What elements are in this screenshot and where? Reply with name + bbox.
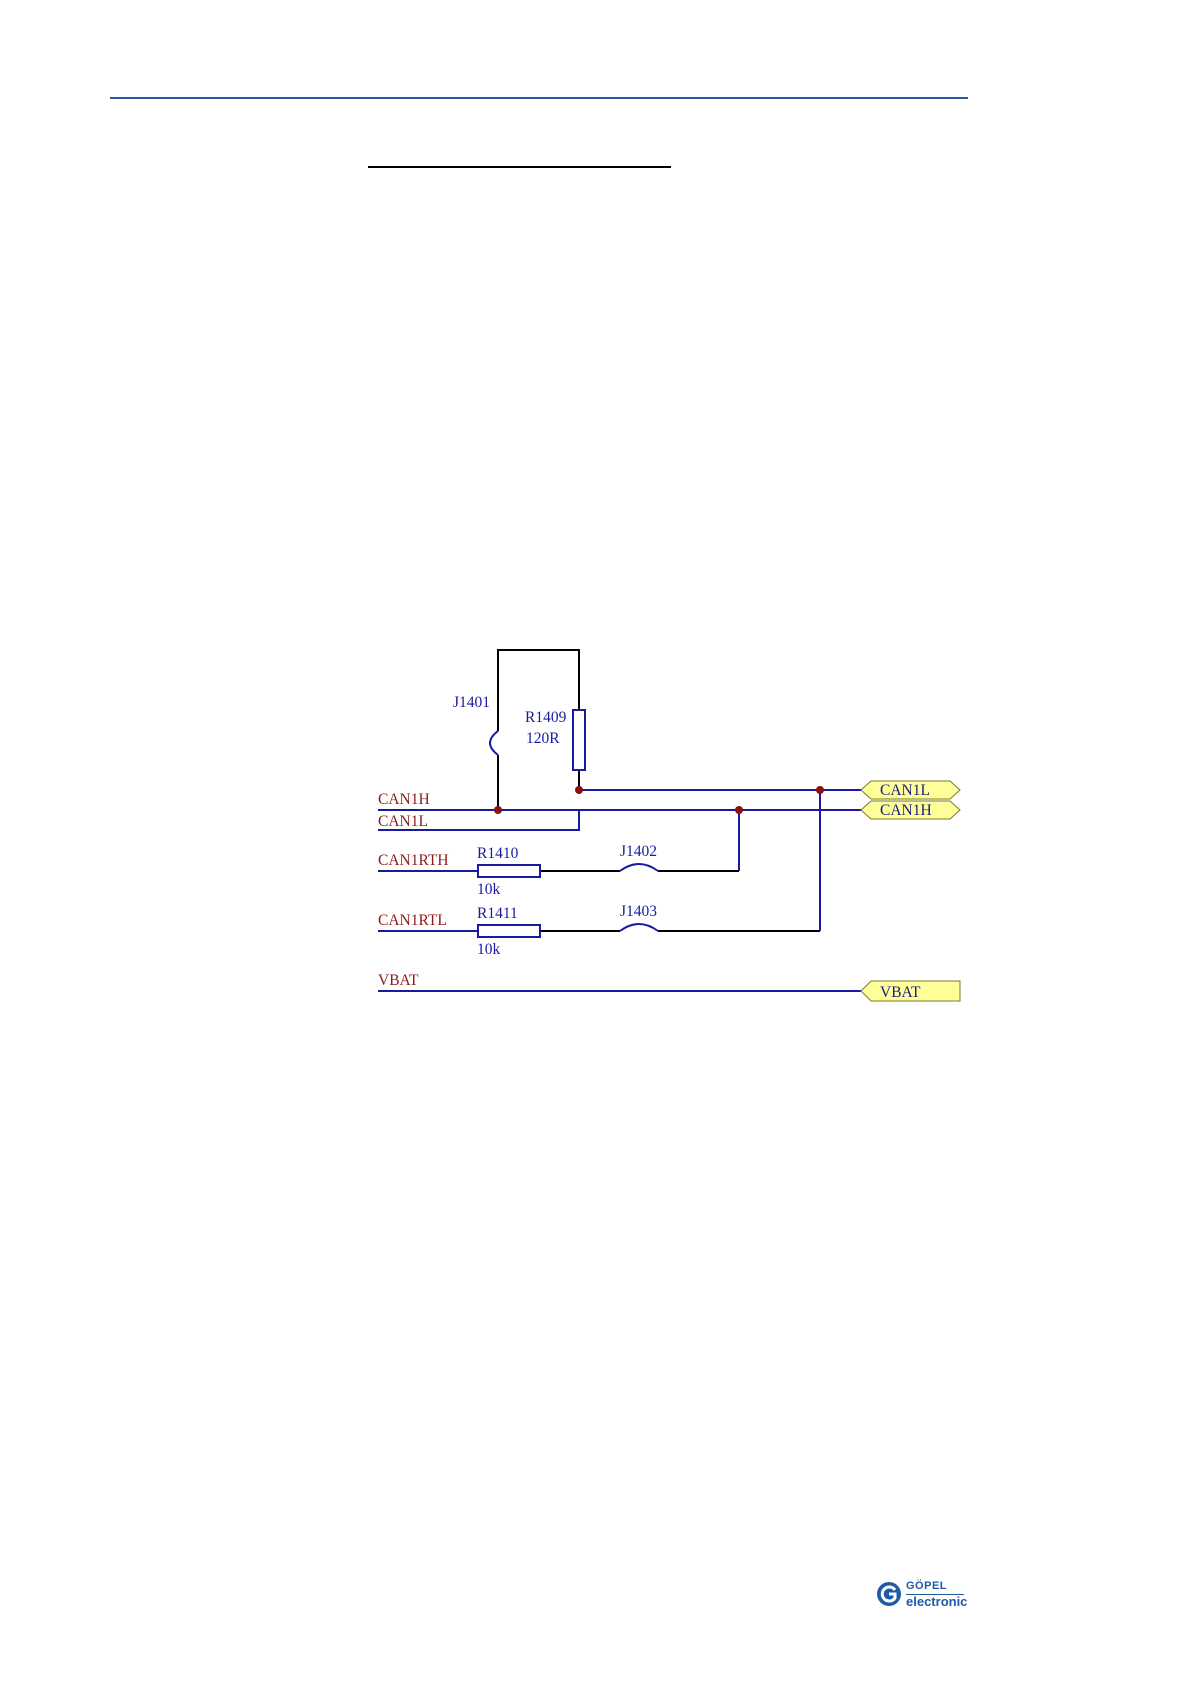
r1409-value-label: 120R [526,730,560,747]
net-label-can1l: CAN1L [378,813,428,830]
jumper-branch-wires [540,871,820,931]
j1402-jumper-symbol [620,864,658,871]
gopel-logo: GÖPEL electronic [876,1578,966,1614]
r1411-resistor-symbol [478,925,540,937]
j1402-label: J1402 [620,843,657,860]
port-vbat-label: VBAT [880,984,921,1001]
j1403-label: J1403 [620,903,657,920]
r1410-ref-label: R1410 [477,845,519,862]
bus-wires [378,790,861,991]
net-label-can1rtl: CAN1RTL [378,912,447,929]
logo-wordmark-bottom: electronic [906,1594,967,1609]
r1410-value-label: 10k [477,881,501,898]
r1411-value-label: 10k [477,941,501,958]
net-label-vbat: VBAT [378,972,419,989]
net-label-can1rth: CAN1RTH [378,852,449,869]
logo-wordmark-top: GÖPEL [906,1580,947,1592]
net-label-can1h: CAN1H [378,791,430,808]
port-can1h-label: CAN1H [880,802,932,819]
j1401-jumper-symbol [490,731,498,755]
r1411-ref-label: R1411 [477,905,518,922]
gopel-logo-mark-icon [876,1581,902,1607]
r1410-resistor-symbol [478,865,540,877]
r1409-ref-label: R1409 [525,709,567,726]
j1401-label: J1401 [453,694,490,711]
r1409-resistor-symbol [573,710,585,770]
j1403-jumper-symbol [620,924,658,931]
port-can1l-label: CAN1L [880,782,930,799]
